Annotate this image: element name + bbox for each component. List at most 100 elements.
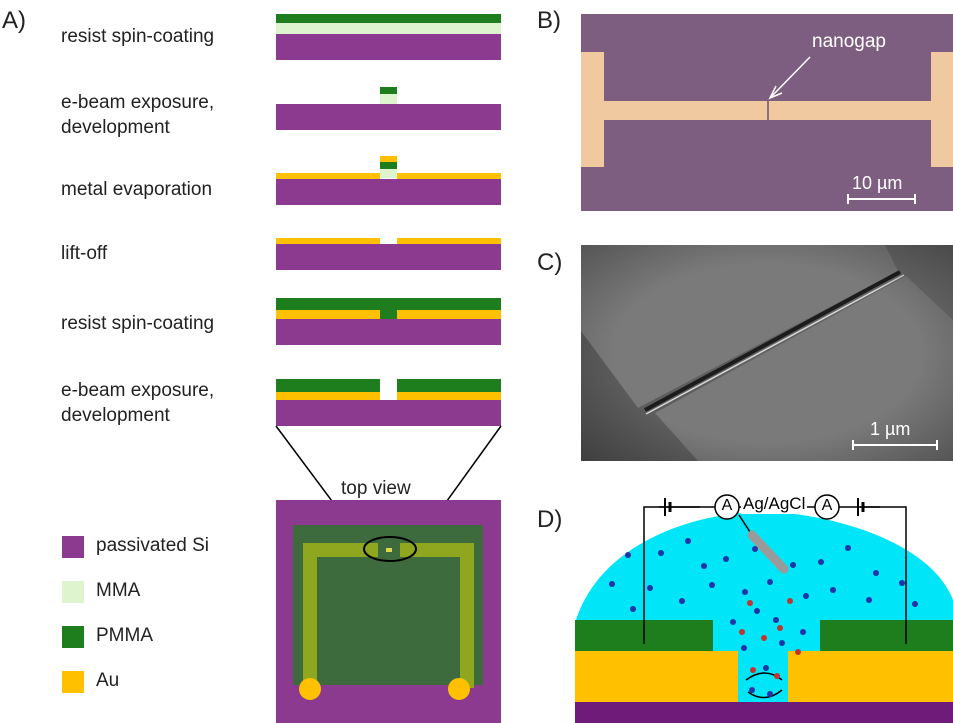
ammeter-left-label: A	[721, 497, 733, 514]
substrate	[276, 400, 501, 426]
panel-c-image	[581, 245, 953, 461]
pmma-layer	[276, 14, 501, 23]
legend-swatch-passivated-si	[62, 536, 84, 558]
pmma-layer-right	[820, 620, 953, 651]
au-layer-left	[276, 173, 380, 179]
step-label: e-beam exposure, development	[61, 92, 215, 138]
scale-bar-label-c: 1 µm	[870, 419, 911, 439]
mma-pillar	[380, 169, 397, 178]
mma-pillar	[380, 94, 397, 104]
au-layer-right	[397, 238, 501, 244]
ion-blue	[800, 629, 806, 635]
ammeter-right	[814, 494, 840, 520]
ion-blue	[679, 598, 685, 604]
ion-blue	[730, 619, 736, 625]
process-step-3	[276, 156, 501, 205]
pmma-bridge	[380, 162, 397, 169]
substrate	[276, 34, 501, 60]
contact-pad-left	[299, 678, 321, 700]
ion-blue	[830, 587, 836, 593]
au-layer-right	[397, 173, 501, 179]
top-view-chip	[276, 500, 501, 723]
gold-electrode-right	[769, 52, 953, 167]
legend-label: PMMA	[96, 625, 153, 646]
au-layer-right	[397, 310, 501, 319]
ion-blue	[685, 538, 691, 544]
si-substrate	[575, 702, 953, 723]
top-view-label: top view	[341, 478, 411, 499]
ammeter-left	[714, 494, 740, 520]
panel-d-schematic	[575, 512, 953, 723]
contact-pad-right	[448, 678, 470, 700]
battery-right	[857, 498, 865, 516]
panel-b-image	[581, 14, 953, 211]
panel-label-b: B)	[537, 7, 561, 34]
ion-blue	[754, 608, 760, 614]
ion-blue	[779, 640, 785, 646]
process-step-5	[276, 298, 501, 345]
ion-red	[795, 649, 801, 655]
step-label: lift-off	[61, 243, 108, 264]
ion-blue	[647, 585, 653, 591]
nanogap-annotation: nanogap	[812, 31, 886, 52]
mma-layer	[276, 23, 501, 34]
ion-blue	[658, 550, 664, 556]
ion-blue	[630, 606, 636, 612]
ag-agcl-label: Ag/AgCl	[741, 494, 808, 514]
ion-blue	[741, 645, 747, 651]
ion-blue	[723, 556, 729, 562]
ion-red	[761, 635, 767, 641]
ion-blue	[625, 552, 631, 558]
legend-label: passivated Si	[96, 535, 210, 556]
ion-blue	[767, 579, 773, 585]
nanogap-arrow	[770, 56, 811, 98]
battery-left	[664, 498, 672, 516]
scale-bar-label-b: 10 µm	[852, 173, 903, 193]
zoom-ellipse	[363, 536, 417, 562]
pmma-layer-left	[276, 379, 380, 392]
step-label: e-beam exposure, development	[61, 380, 215, 426]
ion-blue	[818, 559, 824, 565]
legend-swatch-mma	[62, 581, 84, 603]
process-step-1	[276, 14, 501, 60]
legend-label: Au	[96, 670, 120, 691]
au-layer-right	[397, 392, 501, 400]
ion-blue	[899, 580, 905, 586]
panel-label-d: D)	[537, 506, 563, 533]
process-step-2	[276, 87, 501, 130]
nanochannel	[738, 651, 788, 702]
ion-blue	[609, 581, 615, 587]
substrate	[276, 244, 501, 270]
panel-label-a: A)	[2, 7, 26, 34]
ion-red	[739, 629, 745, 635]
substrate	[276, 104, 501, 130]
legend-swatch-au	[62, 671, 84, 693]
ion-blue	[767, 691, 773, 697]
ion-red	[787, 598, 793, 604]
ion-blue	[763, 665, 769, 671]
au-layer-left	[276, 238, 380, 244]
pmma-layer	[276, 298, 501, 310]
process-step-6	[276, 379, 501, 426]
ion-blue	[709, 582, 715, 588]
ion-blue	[912, 601, 918, 607]
electrolyte-droplet	[575, 512, 953, 623]
ion-blue	[701, 563, 707, 569]
au-on-bridge	[380, 156, 397, 162]
au-layer-left	[276, 310, 380, 319]
pmma-bridge	[380, 87, 397, 94]
ion-blue	[845, 545, 851, 551]
legend-label: MMA	[96, 580, 141, 601]
ions	[609, 538, 918, 697]
ag-agcl-electrode	[747, 530, 789, 574]
gold-electrode-left	[581, 52, 767, 167]
ion-red	[747, 600, 753, 606]
ion-blue	[749, 687, 755, 693]
step-label: metal evaporation	[61, 179, 213, 200]
step-label: resist spin-coating	[61, 26, 215, 47]
pmma-layer-right	[397, 379, 501, 392]
au-layer-left	[575, 651, 738, 702]
ion-blue	[803, 593, 809, 599]
ammeter-right-label: A	[821, 497, 833, 514]
